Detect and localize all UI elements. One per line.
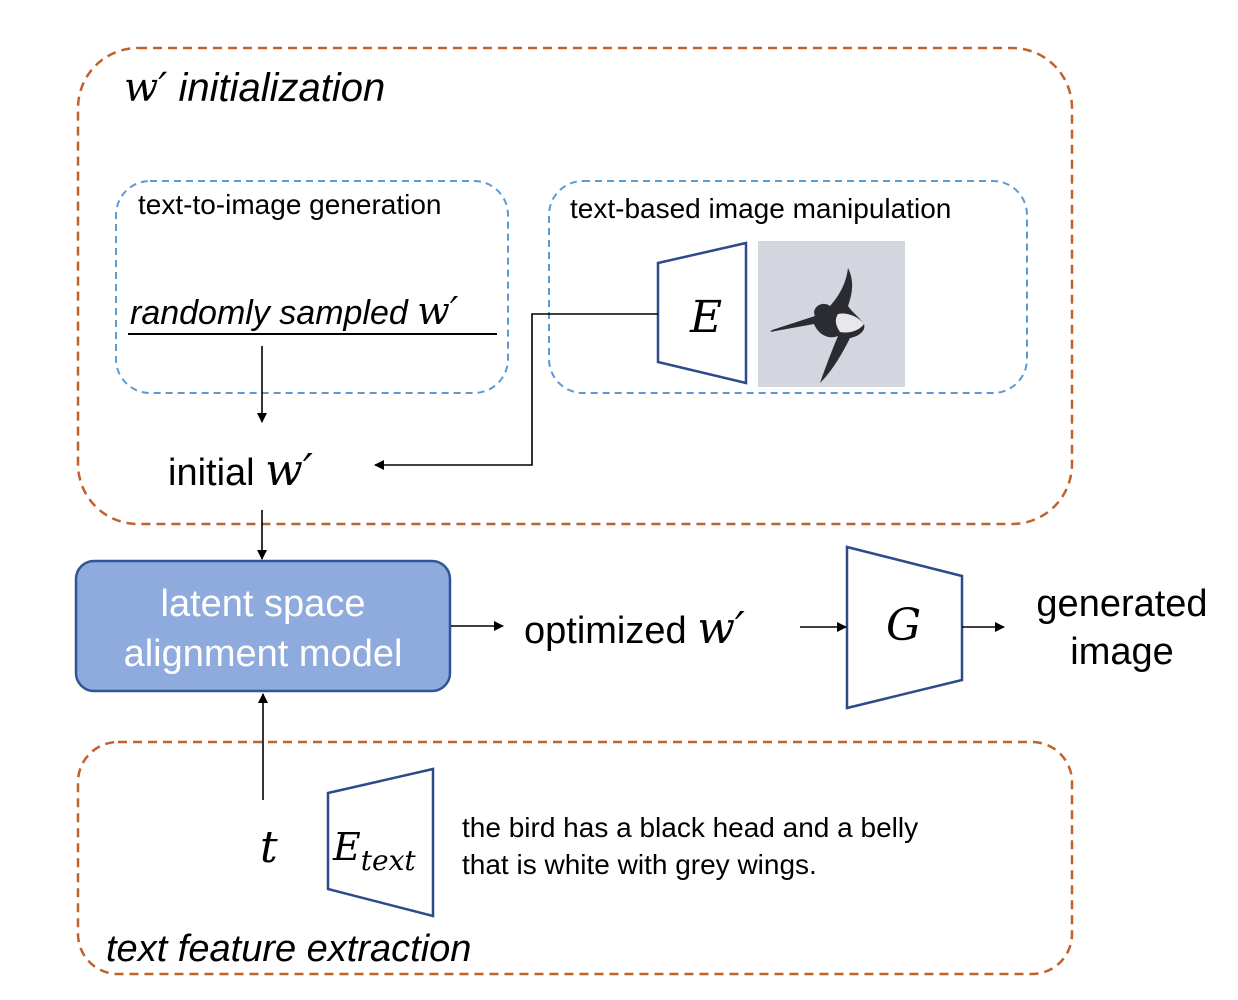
init-title-text: initialization <box>178 66 386 110</box>
model-label-line2: alignment model <box>123 633 403 675</box>
t2i-box <box>115 180 509 394</box>
arrow-encoder-to-initial <box>374 313 658 470</box>
initial-w-label: initial w′ <box>168 449 313 493</box>
text-encoder-base: E <box>333 825 361 869</box>
optimized-var: w′ <box>697 603 745 654</box>
text-group-title: text feature extraction <box>106 928 472 970</box>
sampled-var: w′ <box>417 289 459 333</box>
generator-g-shape <box>845 545 964 710</box>
model-box-shape <box>74 559 452 693</box>
init-title-var: w′ <box>124 65 168 111</box>
manip-box <box>548 180 1028 394</box>
manip-title: text-based image manipulation <box>570 193 952 224</box>
initial-var: w′ <box>265 445 313 496</box>
bird-photo <box>758 241 905 387</box>
t-label: t <box>260 822 278 873</box>
text-encoder-label: Etext <box>333 825 416 875</box>
initial-text: initial <box>168 452 255 494</box>
encoder-e-label: E <box>690 292 723 343</box>
sampled-w-label: randomly sampled w′ <box>130 292 458 330</box>
sampled-text: randomly sampled <box>130 294 408 332</box>
caption-line1: the bird has a black head and a belly <box>462 812 919 843</box>
caption-line2: that is white with grey wings. <box>462 849 817 880</box>
text-group-box <box>76 740 1074 976</box>
output-line1: generated <box>1036 583 1208 625</box>
generator-g-label: G <box>886 600 922 651</box>
t2i-title: text-to-image generation <box>138 189 442 220</box>
text-encoder-sub: text <box>360 844 416 877</box>
init-group-box <box>76 46 1074 526</box>
model-label-line1: latent space <box>160 583 366 625</box>
output-line2: image <box>1070 631 1174 673</box>
encoder-e-shape <box>656 241 748 385</box>
optimized-w-label: optimized w′ <box>524 607 745 651</box>
text-encoder-shape <box>326 767 435 918</box>
init-group-title: w′ initialization <box>124 68 385 108</box>
optimized-text: optimized <box>524 610 687 652</box>
